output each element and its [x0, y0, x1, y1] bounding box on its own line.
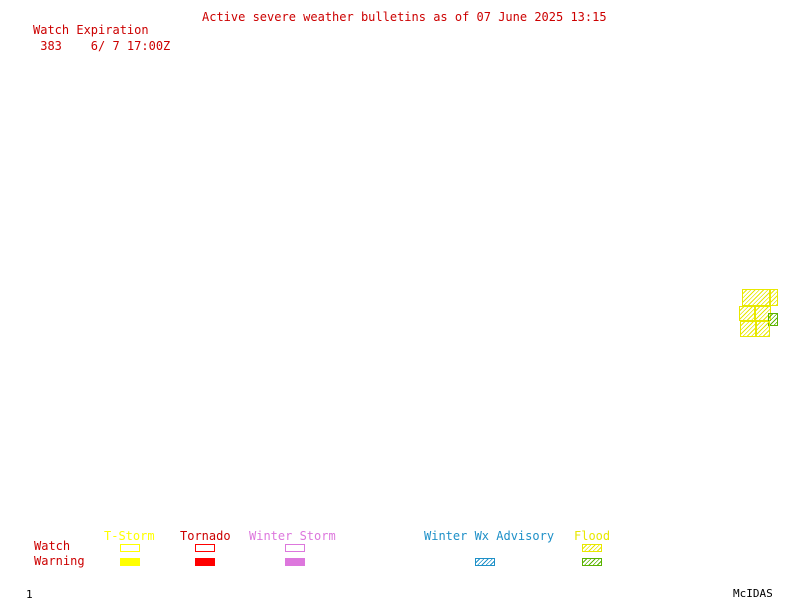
flood-watch-cell [756, 321, 770, 337]
legend-warning-row-label: Warning [34, 554, 85, 568]
bulletin-title: Active severe weather bulletins as of 07… [202, 10, 607, 24]
flood-watch-cell [740, 321, 756, 337]
winter-storm-watch-swatch [285, 544, 305, 552]
flood-watch-cell [742, 289, 770, 306]
winter-wx-advisory-swatch [475, 558, 495, 566]
flood-warning-cell [768, 313, 778, 326]
flood-watch-area [738, 289, 778, 339]
legend-tornado-label: Tornado [180, 529, 231, 543]
watch-expiration-header: Watch Expiration [33, 23, 149, 37]
tstorm-warning-swatch [120, 558, 140, 566]
watch-expiration-entry: 383 6/ 7 17:00Z [33, 39, 171, 53]
flood-warning-swatch [582, 558, 602, 566]
tornado-watch-swatch [195, 544, 215, 552]
flood-watch-cell [739, 306, 755, 321]
legend-winter-storm-label: Winter Storm [249, 529, 336, 543]
frame-number: 1 [26, 588, 33, 601]
legend-flood-label: Flood [574, 529, 611, 543]
legend-tstorm-label: T-Storm [104, 529, 155, 543]
legend-watch-row-label: Watch [34, 539, 71, 553]
flood-watch-swatch [582, 544, 602, 552]
tstorm-watch-swatch [120, 544, 140, 552]
winter-storm-warning-swatch [285, 558, 305, 566]
tornado-warning-swatch [195, 558, 215, 566]
flood-watch-cell [770, 289, 778, 306]
mcidas-brand: McIDAS [733, 587, 773, 600]
legend-winter-wx-advisory-label: Winter Wx Advisory [424, 529, 555, 543]
